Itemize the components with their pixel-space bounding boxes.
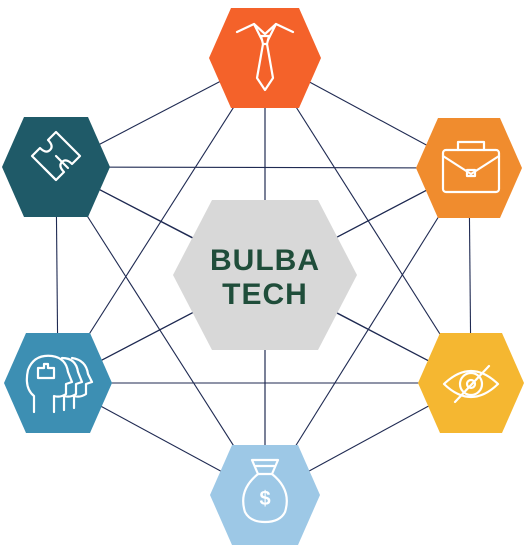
money-bag-node-hexagon bbox=[210, 445, 320, 545]
heads-puzzle-icon bbox=[25, 354, 94, 414]
eye-target-node bbox=[418, 333, 524, 433]
money-bag-icon bbox=[242, 458, 288, 524]
puzzle-node-hexagon bbox=[2, 117, 110, 217]
eye-target-icon bbox=[442, 364, 500, 404]
tie-node-hexagon bbox=[209, 8, 321, 108]
center-title-line2: TECH bbox=[222, 278, 308, 311]
eye-target-node-hexagon bbox=[418, 333, 524, 433]
connection-line bbox=[55, 166, 266, 496]
shirt-tie-icon bbox=[235, 22, 295, 92]
money-bag-node: $ bbox=[210, 445, 320, 545]
puzzle-node bbox=[2, 117, 110, 217]
heads-puzzle-node-hexagon bbox=[4, 333, 112, 433]
heads-puzzle-node bbox=[4, 333, 112, 433]
briefcase-node-hexagon bbox=[416, 118, 522, 218]
center-hexagon bbox=[173, 200, 357, 350]
briefcase-icon bbox=[441, 140, 501, 194]
connection-line bbox=[55, 166, 470, 169]
center-title-line1: BULBA bbox=[210, 244, 320, 277]
puzzle-icon bbox=[30, 130, 82, 182]
dollar-sign-glyph: $ bbox=[259, 488, 270, 510]
connection-line bbox=[264, 167, 470, 496]
briefcase-node bbox=[416, 118, 522, 218]
connection-line bbox=[57, 57, 266, 384]
tie-node bbox=[209, 8, 321, 108]
center-hub: BULBA TECH bbox=[173, 200, 357, 350]
